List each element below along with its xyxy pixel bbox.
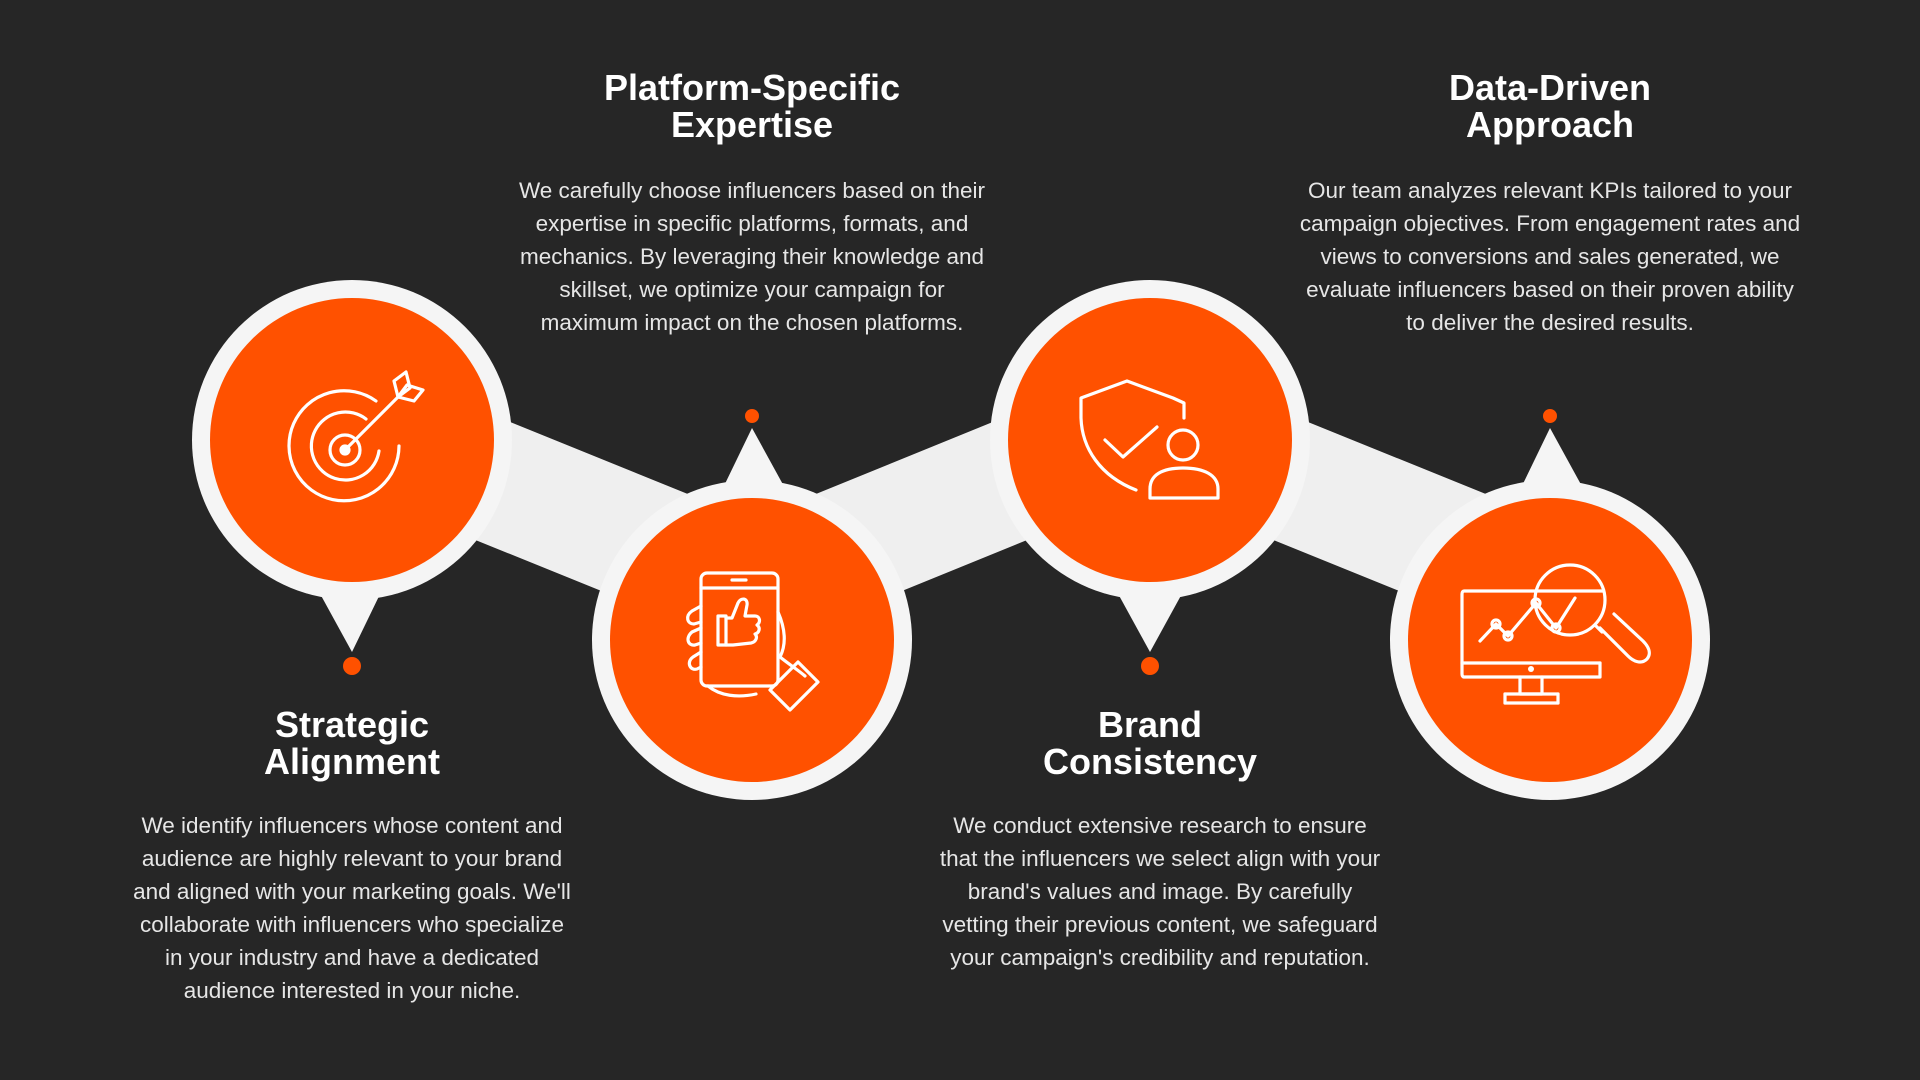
step-4-description: Our team analyzes relevant KPIs tailored… [1250,174,1850,339]
step-3-title-line-2: Consistency [1042,741,1258,782]
step-4-desc-line-5: to deliver the desired results. [1406,310,1694,335]
step-1-title: Strategic Alignment [202,706,502,780]
phone-thumbs-up-icon [686,571,820,712]
step-1-desc-line-4: collaborate with influencers who special… [140,912,564,937]
step-1-description: We identify influencers whose content an… [92,809,612,1007]
step-2-desc-line-2: expertise in specific platforms, formats… [535,211,969,236]
step-3-title: Brand Consistency [1000,706,1300,780]
step-3-title-line-1: Brand [1097,704,1202,745]
dot-step-4 [1543,409,1557,423]
step-2-title-line-2: Expertise [670,104,834,145]
step-1-title-line-1: Strategic [274,704,430,745]
step-1-desc-line-6: audience interested in your niche. [183,978,521,1003]
step-3-description: We conduct extensive research to ensure … [880,809,1440,974]
step-circle-2 [592,480,912,800]
shield-user-check-icon [1079,379,1220,500]
step-2-description: We carefully choose influencers based on… [462,174,1042,339]
step-4-title: Data-Driven Approach [1400,69,1700,143]
pointer-step-2 [722,428,786,490]
step-4-desc-line-3: views to conversions and sales generated… [1320,244,1780,269]
dot-step-3 [1141,657,1159,675]
step-circle-4 [1390,480,1710,800]
pointers [318,428,1584,652]
step-2-desc-line-4: skillset, we optimize your campaign for [559,277,945,302]
step-2-desc-line-1: We carefully choose influencers based on… [518,178,986,203]
step-2-title: Platform-Specific Expertise [552,69,952,143]
step-4-desc-line-2: campaign objectives. From engagement rat… [1299,211,1801,236]
step-4-title-line-1: Data-Driven [1448,67,1652,108]
step-circle-1 [192,280,512,600]
step-1-title-line-2: Alignment [264,741,440,782]
step-3-desc-line-3: brand's values and image. By carefully [967,879,1353,904]
dot-step-2 [745,409,759,423]
step-3-desc-line-1: We conduct extensive research to ensure [953,813,1367,838]
pointer-step-1 [318,590,382,652]
step-1-desc-line-3: and aligned with your marketing goals. W… [133,879,571,904]
connector-bands [352,358,1550,652]
step-3-desc-line-5: your campaign's credibility and reputati… [950,945,1370,970]
step-4-title-line-2: Approach [1465,104,1634,145]
marker-dots [343,409,1557,675]
step-1-desc-line-1: We identify influencers whose content an… [141,813,563,838]
step-4-desc-line-1: Our team analyzes relevant KPIs tailored… [1308,178,1792,203]
step-2-title-line-1: Platform-Specific [603,67,901,108]
step-2-desc-line-3: mechanics. By leveraging their knowledge… [519,244,985,269]
step-3-desc-line-2: that the influencers we select align wit… [939,846,1381,871]
step-1-desc-line-2: audience are highly relevant to your bra… [141,846,563,871]
target-arrow-icon [287,370,425,503]
pointer-step-3 [1116,590,1184,652]
step-2-desc-line-5: maximum impact on the chosen platforms. [540,310,964,335]
step-3-desc-line-4: vetting their previous content, we safeg… [942,912,1378,937]
pointer-step-4 [1520,428,1584,490]
step-1-desc-line-5: in your industry and have a dedicated [165,945,539,970]
step-4-desc-line-4: evaluate influencers based on their prov… [1306,277,1794,302]
monitor-chart-magnifier-icon [1460,563,1651,705]
dot-step-1 [343,657,361,675]
step-circle-3 [990,280,1310,600]
